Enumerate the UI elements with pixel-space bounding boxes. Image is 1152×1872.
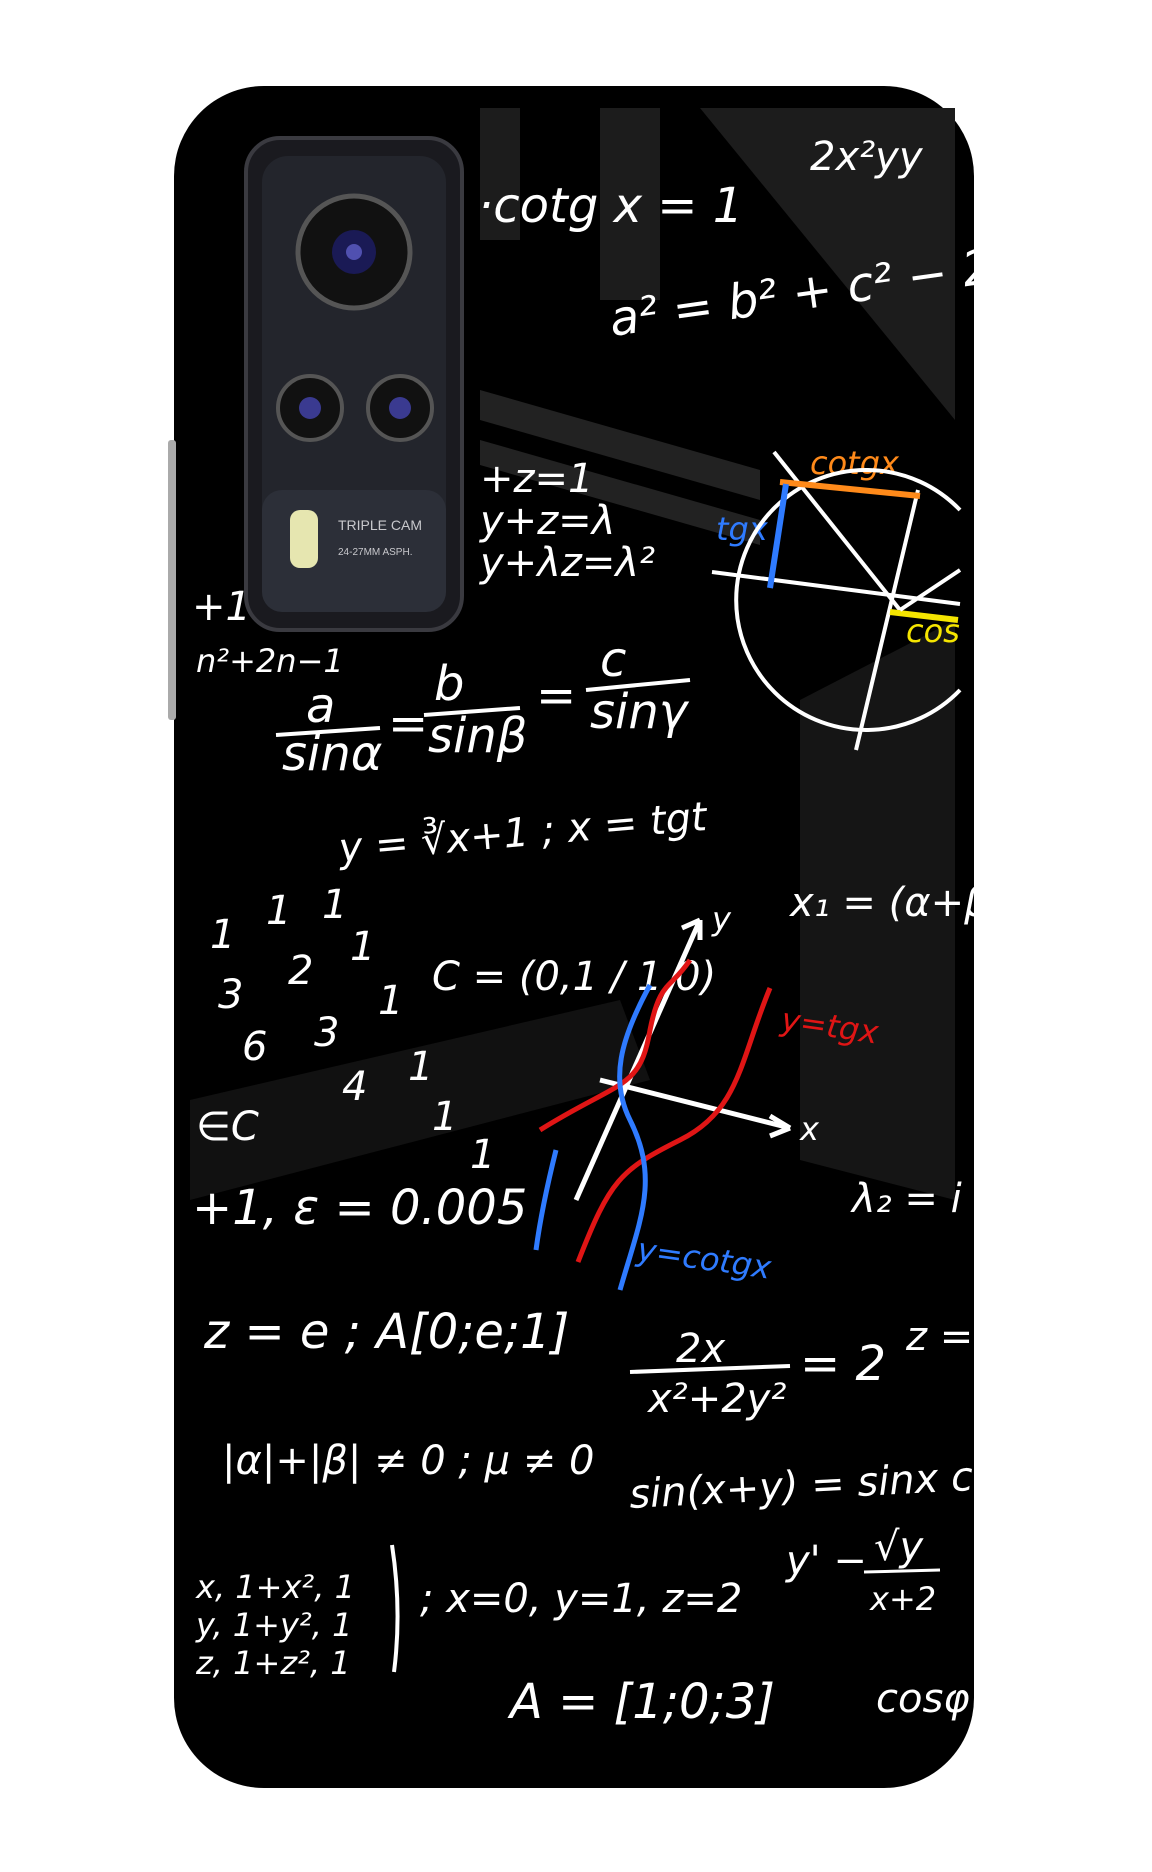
formula: +1, ε = 0.005 [192, 1180, 527, 1236]
svg-text:=: = [536, 668, 576, 724]
formula: y, 1+y², 1 [195, 1606, 352, 1644]
formula: c [600, 632, 626, 688]
formula: √y [874, 1524, 924, 1570]
formula: +z=1 [480, 456, 593, 502]
digit: 4 [342, 1064, 367, 1110]
formula: sinα [282, 726, 382, 782]
formula: tgx [716, 510, 769, 548]
formula: 2x [676, 1326, 725, 1372]
formula: b [434, 656, 464, 712]
unit-circle-diagram [711, 450, 962, 751]
formula: z, 1+z², 1 [195, 1644, 351, 1682]
number-triangle: 1 1 1 1 2 1 3 1 6 3 4 1 1 [210, 882, 495, 1178]
reflections [190, 108, 955, 1200]
digit: 1 [470, 1132, 495, 1178]
formula: +1 [192, 584, 251, 630]
digit: 1 [350, 924, 375, 970]
formula: ; x=0, y=1, z=2 [420, 1576, 742, 1622]
digit: 1 [266, 888, 291, 934]
digit: 6 [242, 1024, 267, 1070]
digit: 3 [314, 1010, 339, 1056]
camera-sublabel: 24-27MM ASPH. [338, 547, 412, 558]
camera-module: TRIPLE CAM 24-27MM ASPH. [244, 136, 464, 632]
formula: sinγ [590, 684, 690, 740]
digit: 1 [322, 882, 347, 928]
formula: a [306, 678, 335, 734]
digit: 1 [378, 978, 403, 1024]
formula: n²+2n−1 [196, 642, 344, 680]
formula: y' − [785, 1538, 867, 1584]
digit: 1 [210, 912, 235, 958]
formula: λ₂ = i [850, 1176, 962, 1222]
svg-text:=: = [388, 696, 428, 752]
formula: y+z=λ [479, 498, 615, 544]
formula: = 2 [800, 1336, 886, 1392]
formula: cosφ [876, 1676, 970, 1722]
formula: x+2 [869, 1580, 936, 1618]
formula: z = [905, 1314, 973, 1360]
function-graph: y x [533, 900, 820, 1291]
flash-icon [290, 510, 318, 568]
formula: x, 1+x², 1 [195, 1568, 355, 1606]
axis-label: y [711, 900, 732, 938]
formula: ∈C [196, 1104, 259, 1150]
formula: |α|+|β| ≠ 0 ; μ ≠ 0 [222, 1438, 594, 1484]
camera-label: TRIPLE CAM [338, 517, 422, 533]
formula: sinβ [428, 708, 527, 764]
axis-label: x [799, 1110, 820, 1148]
formula-text: 2x²yy ·cotg x = 1 a² = b² + c² − 2 +z=1 … [192, 134, 1019, 1730]
formula: y+λz=λ² [479, 540, 655, 586]
formula: ·cotg x = 1 [478, 178, 743, 234]
digit: 1 [432, 1094, 457, 1140]
formula: A = [1;0;3] [507, 1674, 775, 1730]
formula: 2x²yy [810, 134, 924, 180]
formula: x²+2y² [646, 1376, 786, 1422]
digit: 2 [288, 948, 313, 994]
side-button [168, 440, 176, 720]
digit: 3 [218, 972, 243, 1018]
digit: 1 [408, 1044, 433, 1090]
formula: x₁ = (α+β [788, 880, 990, 926]
formula: z = e ; A[0;e;1] [203, 1304, 569, 1360]
